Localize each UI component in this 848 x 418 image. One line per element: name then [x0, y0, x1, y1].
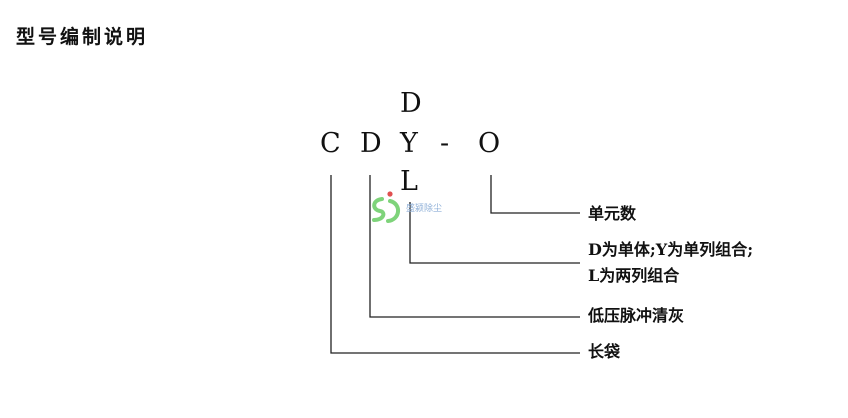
leader-line-cleaning: [369, 175, 580, 318]
logo-icon: [372, 191, 400, 223]
watermark-text: 盛颍除尘: [406, 203, 443, 214]
code-letter-l-bottom: L: [400, 166, 418, 197]
desc-type-line1: D为单体;Y为单列组合;: [588, 240, 754, 259]
code-letter-c: C: [320, 128, 341, 159]
leader-line-bag: [330, 175, 580, 354]
code-letter-y: Y: [400, 128, 418, 159]
desc-units: 单元数: [588, 204, 637, 223]
leader-line-units: [490, 175, 580, 214]
leader-line-type: [409, 202, 580, 264]
code-letter-o: O: [478, 128, 501, 159]
desc-bag: 长袋: [588, 342, 621, 361]
desc-cleaning: 低压脉冲清灰: [588, 306, 685, 325]
code-letter-d: D: [360, 128, 382, 159]
code-dash: -: [440, 128, 450, 159]
code-letter-d-top: D: [400, 88, 422, 119]
watermark-logo: 盛颍除尘: [368, 190, 442, 224]
desc-type-line2: L为两列组合: [588, 266, 680, 285]
page-title: 型号编制说明: [16, 26, 149, 48]
